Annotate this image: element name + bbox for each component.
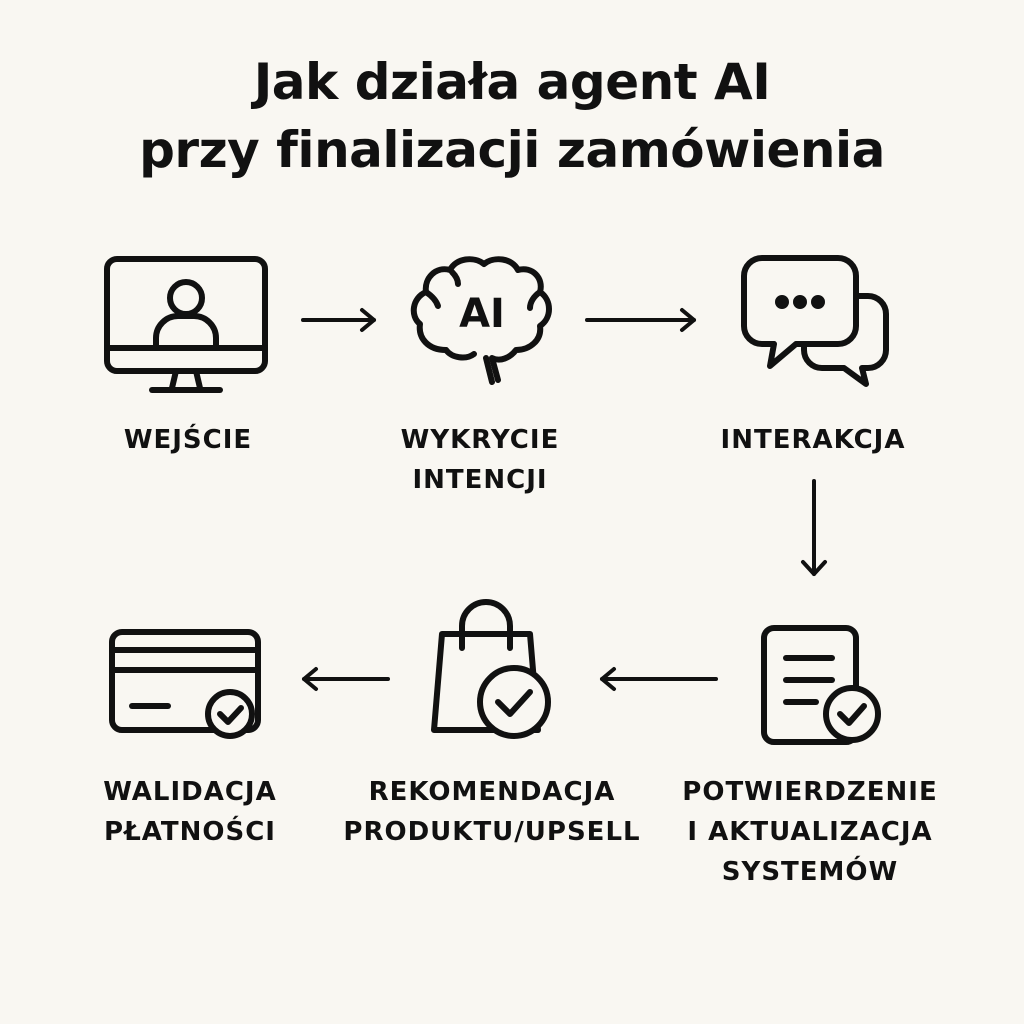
title-line-1: Jak działa agent AI xyxy=(253,53,771,111)
step-label-wykrycie-intencji: WYKRYCIE INTENCJI xyxy=(370,420,590,500)
step-label-rekomendacja: REKOMENDACJA PRODUKTU/UPSELL xyxy=(330,772,654,852)
step-label-line: WALIDACJA xyxy=(103,777,277,807)
title-line-2: przy finalizacji zamówienia xyxy=(139,121,885,179)
page-title: Jak działa agent AI przy finalizacji zam… xyxy=(0,48,1024,184)
step-label-line: I AKTUALIZACJA xyxy=(687,817,933,847)
step-label-line: WEJŚCIE xyxy=(123,425,253,455)
arrow-left-1 xyxy=(596,666,720,692)
document-check-icon xyxy=(760,624,886,748)
step-label-line: SYSTEMÓW xyxy=(721,857,899,887)
monitor-user-icon xyxy=(104,256,268,396)
arrow-right-1 xyxy=(300,307,380,333)
step-label-walidacja: WALIDACJA PŁATNOŚCI xyxy=(80,772,300,852)
credit-card-check-icon xyxy=(108,628,264,740)
step-label-line: PŁATNOŚCI xyxy=(104,817,276,847)
step-label-line: INTENCJI xyxy=(412,465,548,495)
arrow-right-2 xyxy=(584,307,700,333)
arrow-down xyxy=(800,478,828,580)
step-label-interakcja: INTERAKCJA xyxy=(700,420,926,460)
arrow-left-2 xyxy=(298,666,392,692)
step-label-line: PRODUKTU/UPSELL xyxy=(343,817,641,847)
ai-brain-icon: AI xyxy=(410,254,552,390)
step-label-potwierdzenie: POTWIERDZENIE I AKTUALIZACJA SYSTEMÓW xyxy=(670,772,950,892)
step-label-line: WYKRYCIE xyxy=(400,425,560,455)
shopping-bag-check-icon xyxy=(428,598,554,740)
step-label-line: INTERAKCJA xyxy=(720,425,906,455)
step-label-line: REKOMENDACJA xyxy=(368,777,616,807)
ai-brain-icon-text: AI xyxy=(459,291,505,337)
chat-bubbles-icon xyxy=(740,254,892,390)
step-label-line: POTWIERDZENIE xyxy=(682,777,938,807)
step-label-wejscie: WEJŚCIE xyxy=(88,420,288,460)
